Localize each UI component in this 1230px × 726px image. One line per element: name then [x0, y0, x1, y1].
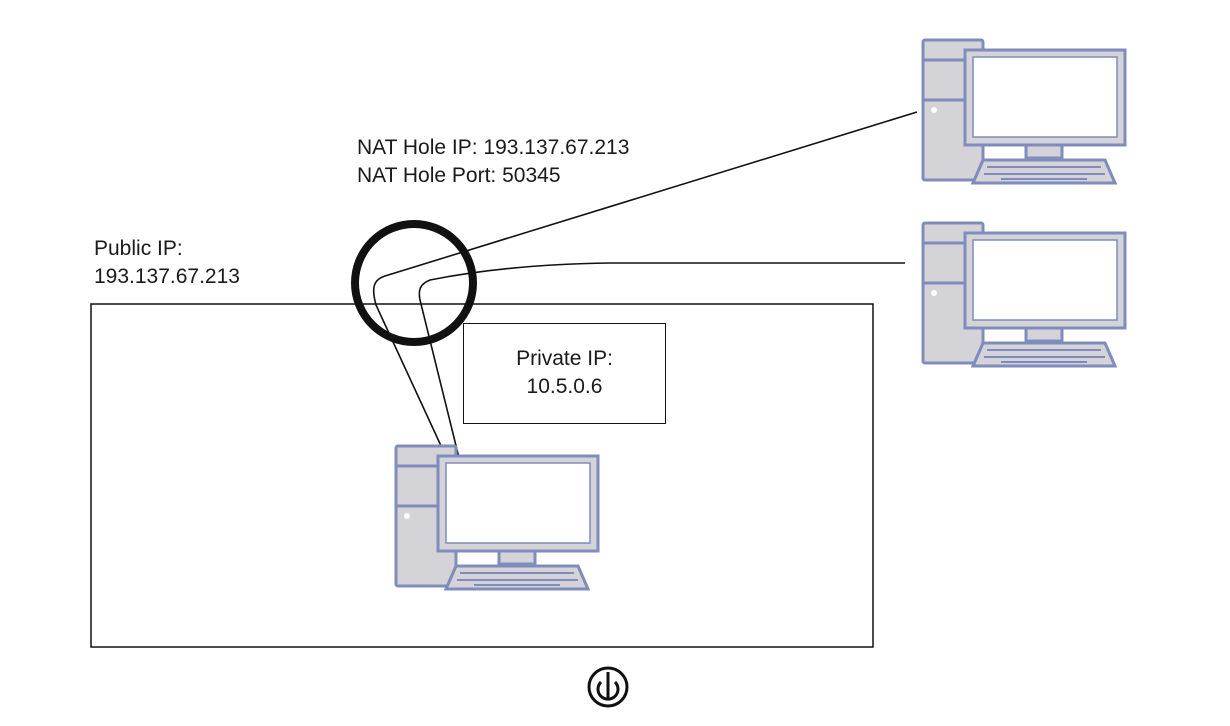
power-play-icon[interactable]	[587, 666, 629, 708]
remote-computer-2-icon	[921, 221, 1127, 368]
network-boundary	[90, 303, 874, 648]
local-computer-icon	[394, 444, 600, 591]
public-ip-value: 193.137.67.213	[94, 265, 240, 288]
private-ip-value: 10.5.0.6	[526, 375, 603, 398]
public-ip-label: Public IP:	[94, 237, 183, 260]
private-ip-box: Private IP: 10.5.0.6	[463, 323, 666, 424]
nat-hole-port-label: NAT Hole Port: 50345	[357, 164, 561, 187]
connection-line-remote-1	[372, 111, 918, 503]
private-ip-label: Private IP:	[516, 347, 613, 370]
nat-hole-circle	[351, 220, 477, 346]
nat-hole-ip-label: NAT Hole IP: 193.137.67.213	[357, 136, 630, 159]
remote-computer-1-icon	[921, 38, 1127, 185]
